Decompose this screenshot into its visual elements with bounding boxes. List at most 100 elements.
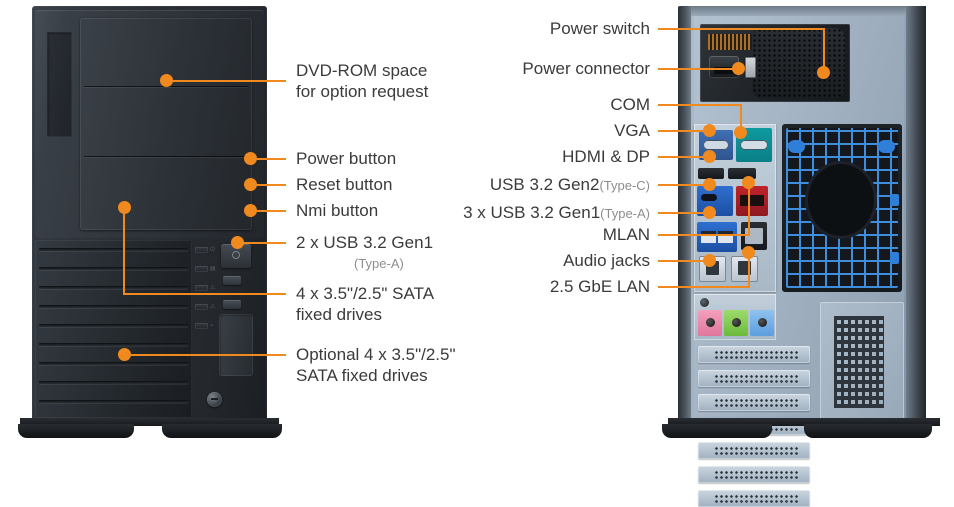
callout-label-dvd-rom: DVD-ROM space for option request xyxy=(296,61,429,101)
callout-dot-front-usb xyxy=(231,236,244,249)
callout-line-nmi-button xyxy=(256,210,286,212)
pci-slot-cover[interactable] xyxy=(698,370,810,387)
callout-dot-usb-typec xyxy=(703,178,716,191)
callout-label-usb-typea: 3 x USB 3.2 Gen1(Type-A) xyxy=(463,203,650,222)
callout-line-gbe-lan-riser xyxy=(748,252,750,286)
callout-line-sata-drives-horizontal xyxy=(123,293,286,295)
front-usb-ports[interactable] xyxy=(219,314,253,376)
usb-typea-block[interactable] xyxy=(697,222,737,252)
front-foot-right xyxy=(162,424,282,438)
callout-label-nmi-button: Nmi button xyxy=(296,201,379,220)
callout-dot-optional-sata xyxy=(118,348,131,361)
pci-slot-cover[interactable] xyxy=(698,394,810,411)
nmi-button-front[interactable] xyxy=(223,300,241,309)
panel-tab-lower xyxy=(890,252,899,264)
gbe-lan-port-2[interactable] xyxy=(731,256,758,282)
callout-line-com-drop xyxy=(740,104,742,132)
callout-dot-power-button xyxy=(244,152,257,165)
usb-typec-port[interactable] xyxy=(701,194,717,201)
pci-slot-cover[interactable] xyxy=(698,466,810,483)
callout-line-mlan xyxy=(658,234,750,236)
callout-label-audio-jacks: Audio jacks xyxy=(563,251,650,270)
front-foot-left xyxy=(18,424,134,438)
callout-line-reset-button xyxy=(256,184,286,186)
rear-side-panel xyxy=(820,302,904,426)
callout-line-dvd-rom xyxy=(172,80,286,82)
callout-line-front-usb xyxy=(243,242,286,244)
power-supply-unit xyxy=(700,24,850,102)
audio-jack-mic[interactable] xyxy=(698,310,722,336)
callout-line-sata-drives-vertical xyxy=(123,207,125,295)
reset-button-front[interactable] xyxy=(223,276,241,285)
callout-line-audio-jacks xyxy=(658,260,710,262)
callout-label-power-connector: Power connector xyxy=(522,59,650,78)
usb-red-port[interactable] xyxy=(736,186,768,216)
callout-line-hdmi-dp xyxy=(658,156,710,158)
callout-label-hdmi-dp: HDMI & DP xyxy=(562,147,650,166)
callout-line-power-switch-drop xyxy=(823,28,825,78)
rear-right-edge xyxy=(906,6,926,424)
callout-line-usb-typec xyxy=(658,184,710,186)
callout-dot-vga xyxy=(703,124,716,137)
displayport-port[interactable] xyxy=(698,168,724,179)
callout-dot-hdmi-dp xyxy=(703,150,716,163)
callout-label-com: COM xyxy=(610,95,650,114)
rear-top-edge xyxy=(691,6,906,16)
rear-fan-opening xyxy=(808,164,874,236)
power-connector-port[interactable] xyxy=(709,56,739,78)
callout-dot-gbe-lan xyxy=(742,246,755,259)
audio-jack-lineout[interactable] xyxy=(724,310,748,336)
audio-speaker-icon xyxy=(700,298,709,307)
thumbscrew-left[interactable] xyxy=(788,140,805,153)
rear-chassis-illustration xyxy=(662,6,940,507)
callout-dot-com xyxy=(734,126,747,139)
callout-dot-mlan xyxy=(742,176,755,189)
callout-line-gbe-lan xyxy=(658,286,750,288)
hdmi-port[interactable] xyxy=(728,168,756,179)
pci-slot-cover[interactable] xyxy=(698,490,810,507)
callout-line-usb-typea xyxy=(658,212,710,214)
front-control-panel: ⏻ ▤ ⚠ ⚠ ⌁ xyxy=(195,242,257,418)
callout-label-power-switch: Power switch xyxy=(549,19,650,38)
optical-drive-bay-block xyxy=(80,18,252,230)
front-chassis-illustration: ⏻ ▤ ⚠ ⚠ ⌁ xyxy=(18,6,282,438)
callout-label-gbe-lan: 2.5 GbE LAN xyxy=(549,277,650,296)
callout-label-optional-sata: Optional 4 x 3.5"/2.5" SATA fixed drives xyxy=(296,345,456,385)
pci-slot-cover[interactable] xyxy=(698,346,810,363)
front-base-plinth xyxy=(20,418,279,426)
callout-dot-audio-jacks xyxy=(703,254,716,267)
callout-dot-power-switch xyxy=(817,66,830,79)
thumbscrew-right[interactable] xyxy=(878,140,895,153)
panel-tab-upper xyxy=(890,194,899,206)
front-side-vent-strip xyxy=(47,32,72,137)
callout-label-sata-drives: 4 x 3.5"/2.5" SATA fixed drives xyxy=(296,284,435,324)
audio-jack-block xyxy=(694,294,776,340)
callout-label-mlan: MLAN xyxy=(602,225,650,244)
rear-fan-mesh-region xyxy=(782,124,902,292)
callout-dot-usb-typea xyxy=(703,206,716,219)
rear-foot-left xyxy=(662,424,772,438)
audio-jack-linein[interactable] xyxy=(750,310,774,336)
pci-slot-cover[interactable] xyxy=(698,442,810,459)
callout-line-power-connector xyxy=(658,68,738,70)
callout-label-usb-typec: USB 3.2 Gen2(Type-C) xyxy=(489,175,650,194)
callout-line-mlan-riser xyxy=(748,182,750,234)
rear-side-panel-vent xyxy=(834,316,884,408)
callout-line-vga xyxy=(658,130,710,132)
callout-line-power-switch xyxy=(658,28,825,30)
callout-label-power-button: Power button xyxy=(296,149,397,168)
power-switch-rocker[interactable] xyxy=(744,56,757,79)
callout-line-power-button xyxy=(256,158,286,160)
callout-label-reset-button: Reset button xyxy=(296,175,393,194)
diagram-canvas: ⏻ ▤ ⚠ ⚠ ⌁ xyxy=(18,6,940,507)
callout-dot-dvd-rom xyxy=(160,74,173,87)
callout-dot-reset-button xyxy=(244,178,257,191)
callout-label-front-usb: 2 x USB 3.2 Gen1 (Type-A) xyxy=(296,233,434,271)
psu-fan-grill xyxy=(752,28,845,98)
callout-label-vga: VGA xyxy=(614,121,650,140)
rear-base-plinth xyxy=(668,418,940,426)
psu-label-strip xyxy=(708,34,752,50)
callout-dot-nmi-button xyxy=(244,204,257,217)
chassis-lock-icon xyxy=(207,392,222,407)
hard-drive-cage xyxy=(35,240,192,418)
